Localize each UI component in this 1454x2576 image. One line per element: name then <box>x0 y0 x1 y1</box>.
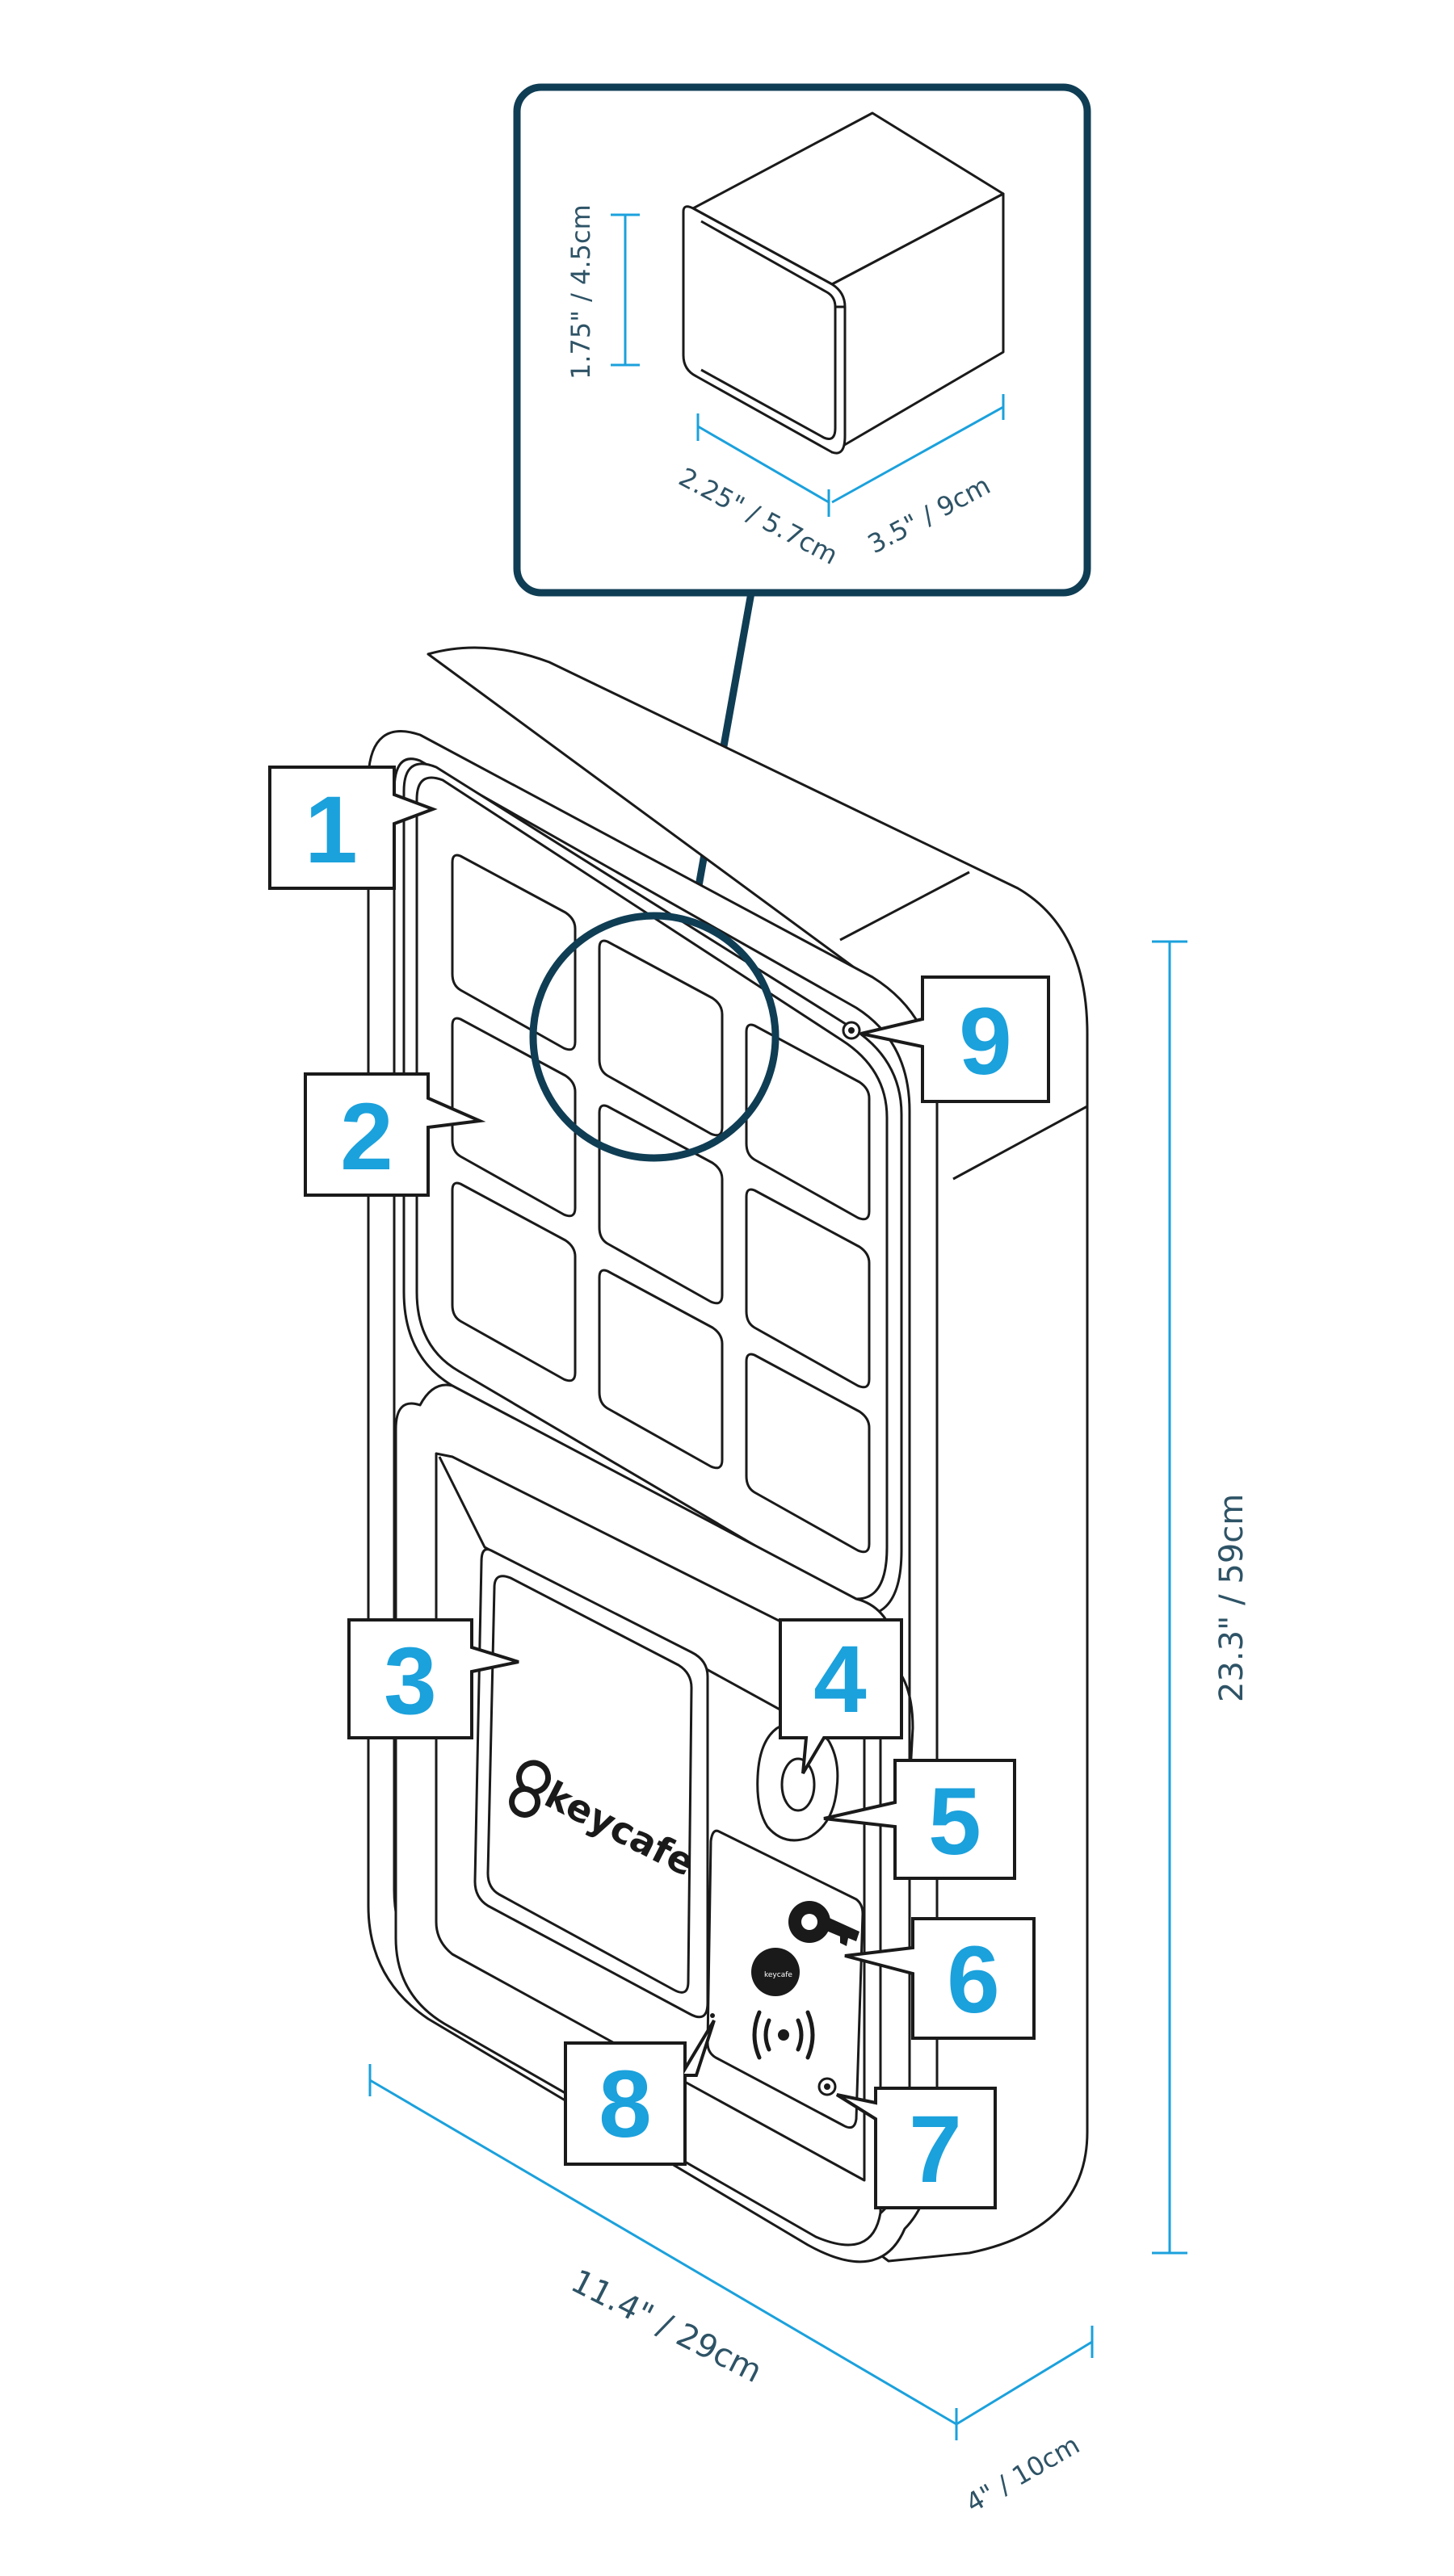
callout-6: 6 <box>844 1917 1036 2040</box>
keyfob-icon <box>751 1948 800 1996</box>
svg-text:2: 2 <box>340 1084 393 1190</box>
cubby-1-3 <box>451 1181 577 1382</box>
microphone-hole-icon <box>710 2013 715 2018</box>
cubby-3-2 <box>745 1188 871 1389</box>
svg-text:4: 4 <box>813 1626 867 1733</box>
housing-mid-edge <box>952 1105 1088 1181</box>
box-depth-dimension <box>956 2326 1094 2426</box>
cube-height-dimension <box>611 213 640 367</box>
callout-9: 9 <box>860 975 1050 1103</box>
callout-7: 7 <box>835 2087 997 2209</box>
svg-text:5: 5 <box>928 1768 981 1875</box>
zoom-inset: 1.75" / 4.5cm 2.25" / 5.7cm 3.5" / 9cm <box>513 83 1091 909</box>
cube-height-label: 1.75" / 4.5cm <box>565 204 596 380</box>
callout-5: 5 <box>823 1759 1016 1880</box>
lower-panel-recess <box>435 1452 866 2182</box>
screen <box>486 1575 693 1994</box>
cube-drawing <box>682 111 1005 455</box>
box-width-label: 11.4" / 29cm <box>565 2263 767 2390</box>
svg-text:6: 6 <box>947 1927 1000 2033</box>
callout-8: 8 <box>564 2019 716 2166</box>
svg-text:1: 1 <box>305 777 358 883</box>
lower-panel <box>394 1383 914 2247</box>
contactless-icon <box>752 2010 815 2060</box>
cubby-1-2 <box>451 1017 577 1218</box>
svg-text:3: 3 <box>384 1628 437 1735</box>
cubby-3-1 <box>745 1023 871 1221</box>
svg-text:9: 9 <box>959 988 1012 1095</box>
box-height-label: 23.3" / 59cm <box>1213 1494 1250 1702</box>
callout-4: 4 <box>779 1618 903 1775</box>
box-height-dimension <box>1152 940 1187 2255</box>
cubby-2-3 <box>598 1269 724 1470</box>
key-blade-icon <box>821 1915 859 1946</box>
housing-top-edge <box>839 871 970 942</box>
keyfob-small-logo: keycafe <box>764 1971 792 1979</box>
cubby-2-1 <box>598 939 724 1137</box>
key-slot <box>780 1757 816 1812</box>
svg-text:8: 8 <box>599 2051 652 2158</box>
cube-front-rim <box>700 220 837 440</box>
callout-2: 2 <box>304 1072 486 1197</box>
cubby-3-3 <box>745 1353 871 1554</box>
cubby-1-1 <box>451 854 577 1051</box>
callout-3: 3 <box>347 1618 519 1739</box>
magnifier-circle <box>529 912 780 1162</box>
svg-text:7: 7 <box>909 2096 962 2203</box>
callout-1: 1 <box>268 766 438 890</box>
box-depth-label: 4" / 10cm <box>960 2429 1085 2519</box>
cube-width-dimension <box>696 413 830 517</box>
reader-contents: keycafe <box>710 1901 859 2096</box>
cube-depth-dimension <box>831 394 1005 504</box>
key-cubbies <box>451 854 871 1554</box>
callouts: 1 2 3 4 5 6 7 <box>268 766 1050 2209</box>
